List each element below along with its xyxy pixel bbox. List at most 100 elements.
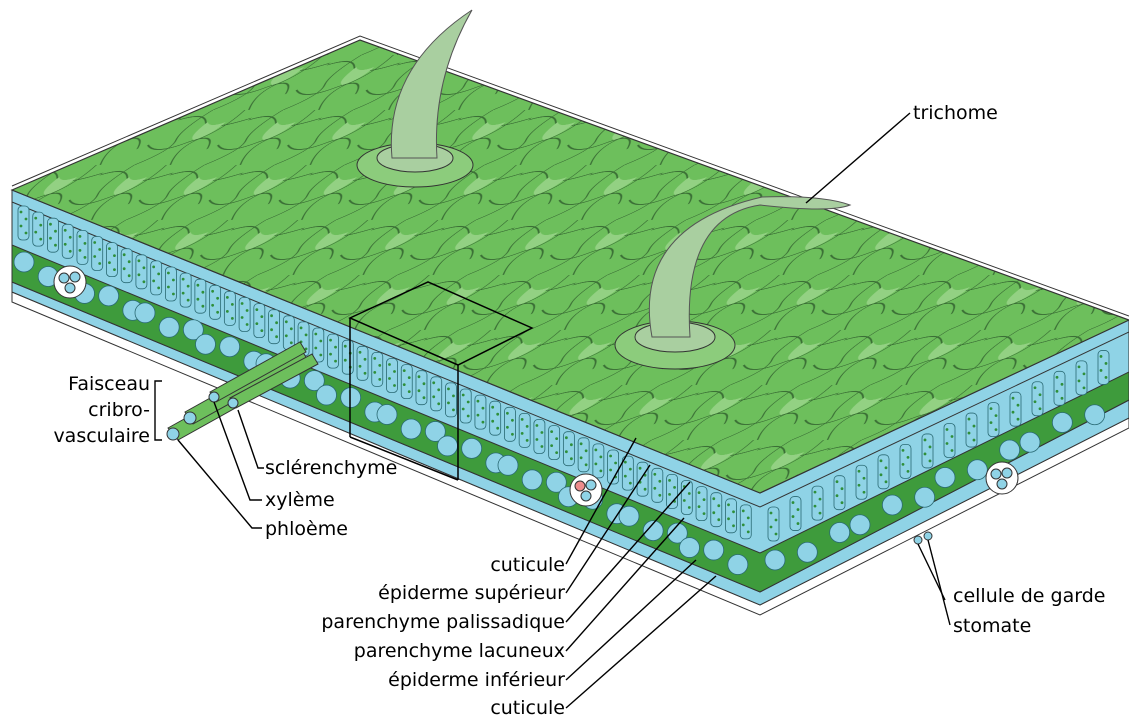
chloroplast — [270, 328, 273, 331]
chloroplast — [79, 249, 82, 252]
chloroplast — [792, 515, 795, 518]
chloroplast — [388, 363, 391, 366]
palisade-cell — [357, 346, 368, 380]
chloroplast — [388, 377, 391, 380]
chloroplast — [653, 487, 656, 490]
palisade-cell — [988, 403, 999, 437]
label-sclerenchyme: sclérenchyme — [265, 457, 397, 479]
chloroplast — [644, 488, 647, 491]
chloroplast — [526, 439, 529, 442]
chloroplast — [688, 506, 691, 509]
chloroplast — [541, 431, 544, 434]
palisade-cell — [328, 334, 339, 368]
chloroplast — [717, 504, 720, 507]
palisade-cell — [1098, 350, 1109, 384]
spongy-cell — [765, 550, 785, 570]
chloroplast — [668, 479, 671, 482]
chloroplast — [1017, 418, 1020, 421]
palisade-cell — [593, 444, 604, 478]
spongy-cell — [522, 470, 542, 490]
label-parenchyme-palissadique: parenchyme palissadique — [321, 611, 565, 633]
chloroplast — [1056, 376, 1059, 379]
chloroplast — [359, 365, 362, 368]
label-faisceau-line3: vasculaire — [53, 425, 150, 447]
chloroplast — [732, 524, 735, 527]
spongy-cell — [1052, 413, 1072, 433]
spongy-cell — [498, 455, 518, 475]
palisade-cell — [210, 285, 221, 319]
spongy-cell — [935, 468, 955, 488]
chloroplast — [491, 420, 494, 423]
chloroplast — [880, 473, 883, 476]
chloroplast — [990, 421, 993, 424]
chloroplast — [364, 358, 367, 361]
chloroplast — [995, 414, 998, 417]
chloroplast — [231, 303, 234, 306]
chloroplast — [167, 286, 170, 289]
chloroplast — [477, 414, 480, 417]
chloroplast — [319, 340, 322, 343]
chloroplast — [39, 224, 42, 227]
chloroplast — [432, 395, 435, 398]
palisade-cell — [726, 499, 737, 533]
chloroplast — [482, 407, 485, 410]
chloroplast — [929, 460, 932, 463]
chloroplast — [64, 243, 67, 246]
palisade-cell — [401, 365, 412, 399]
chloroplast — [20, 211, 23, 214]
vascular-bundle-left — [54, 266, 86, 298]
palisade-cell — [652, 468, 663, 502]
vascular-bundle-right — [986, 462, 1018, 494]
label-stomate: stomate — [953, 615, 1031, 637]
chloroplast — [246, 323, 249, 326]
faisceau-bracket — [155, 381, 162, 440]
chloroplast — [285, 334, 288, 337]
chloroplast — [1061, 383, 1064, 386]
chloroplast — [196, 284, 199, 287]
chloroplast — [1100, 355, 1103, 358]
palisade-cell — [534, 420, 545, 454]
palisade-cell — [239, 298, 250, 332]
chloroplast — [201, 291, 204, 294]
chloroplast — [521, 432, 524, 435]
chloroplast — [260, 329, 263, 332]
chloroplast — [526, 425, 529, 428]
chloroplast — [157, 287, 160, 290]
chloroplast — [742, 524, 745, 527]
chloroplast — [98, 248, 101, 251]
chloroplast — [902, 463, 905, 466]
chloroplast — [270, 314, 273, 317]
chloroplast — [241, 302, 244, 305]
chloroplast — [946, 442, 949, 445]
chloroplast — [841, 487, 844, 490]
chloroplast — [285, 320, 288, 323]
chloroplast — [951, 449, 954, 452]
palisade-cell — [313, 328, 324, 362]
chloroplast — [255, 322, 258, 325]
chloroplast — [536, 424, 539, 427]
chloroplast — [742, 510, 745, 513]
chloroplast — [300, 327, 303, 330]
chloroplast — [255, 308, 258, 311]
chloroplast — [683, 499, 686, 502]
chloroplast — [717, 518, 720, 521]
chloroplast — [712, 497, 715, 500]
palisade-cell — [224, 291, 235, 325]
chloroplast — [314, 333, 317, 336]
palisade-cell — [922, 434, 933, 468]
chloroplast — [216, 311, 219, 314]
chloroplast — [973, 439, 976, 442]
chloroplast — [108, 261, 111, 264]
chloroplast — [639, 467, 642, 470]
chloroplast — [49, 237, 52, 240]
spongy-cell — [967, 460, 987, 480]
chloroplast — [924, 453, 927, 456]
palisade-cell — [77, 230, 88, 264]
chloroplast — [599, 456, 602, 459]
palisade-cell — [387, 359, 398, 393]
chloroplast — [393, 370, 396, 373]
chloroplast — [565, 450, 568, 453]
chloroplast — [418, 389, 421, 392]
palisade-cell — [878, 455, 889, 489]
palisade-cell — [92, 237, 103, 271]
